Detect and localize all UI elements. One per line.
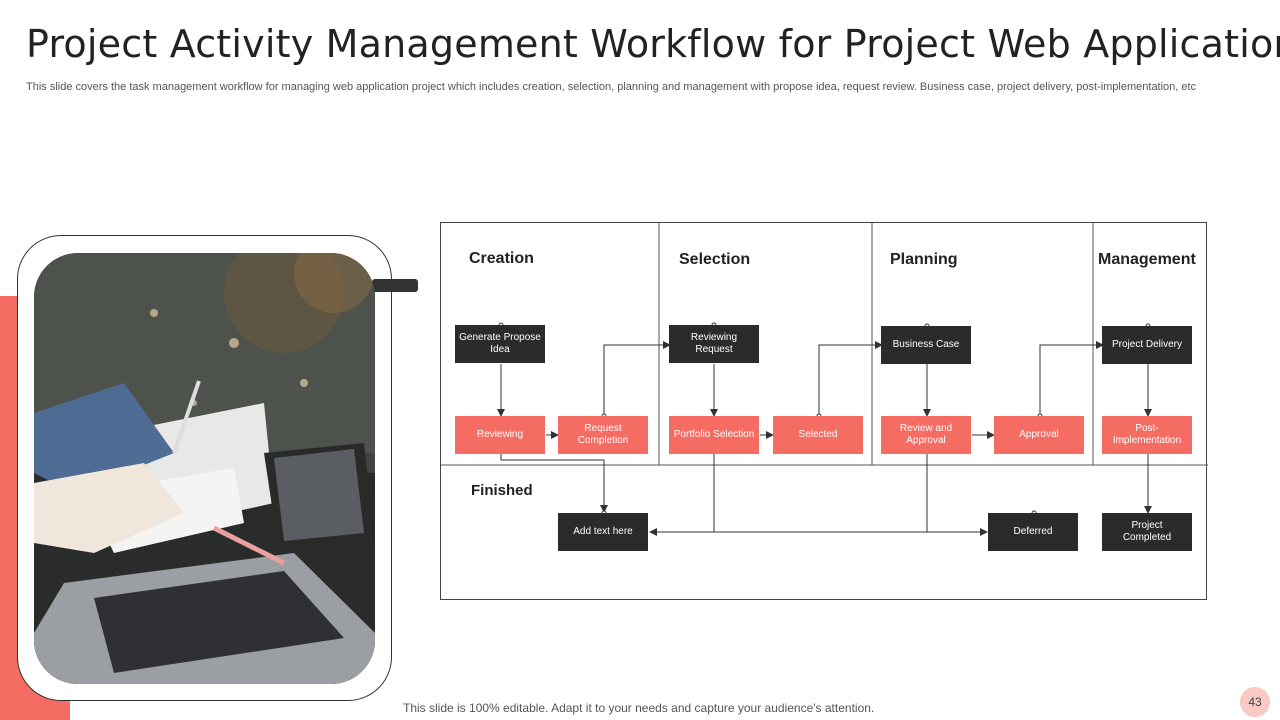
box-add-text-here: Add text here	[558, 513, 648, 551]
phase-management-heading: Management	[1098, 251, 1196, 268]
slide-title: Project Activity Management Workflow for…	[26, 22, 1280, 66]
slide-subtitle: This slide covers the task management wo…	[26, 81, 1197, 93]
phase-finished-heading: Finished	[471, 482, 533, 499]
box-reviewing-request: Reviewing Request	[669, 325, 759, 363]
box-portfolio-selection: Portfolio Selection	[669, 416, 759, 454]
slide-footer: This slide is 100% editable. Adapt it to…	[403, 701, 875, 715]
phase-planning-heading: Planning	[890, 251, 958, 268]
box-approval: Approval	[994, 416, 1084, 454]
photo-frame-tab	[372, 279, 418, 292]
page-number-badge: 43	[1240, 687, 1270, 717]
phase-selection-heading: Selection	[679, 251, 751, 268]
box-project-completed: Project Completed	[1102, 513, 1192, 551]
box-reviewing: Reviewing	[455, 416, 545, 454]
box-review-and-approval: Review and Approval	[881, 416, 971, 454]
box-request-completion: Request Completion	[558, 416, 648, 454]
box-business-case: Business Case	[881, 326, 971, 364]
box-post-implementation: Post-Implementation	[1102, 416, 1192, 454]
workspace-photo	[34, 253, 375, 684]
box-project-delivery: Project Delivery	[1102, 326, 1192, 364]
workflow-connectors	[441, 223, 1208, 536]
workflow-diagram: Creation Selection Planning Management F…	[440, 222, 1208, 600]
box-generate-propose-idea: Generate Propose Idea	[455, 325, 545, 363]
phase-creation-heading: Creation	[469, 250, 534, 267]
box-deferred: Deferred	[988, 513, 1078, 551]
box-selected: Selected	[773, 416, 863, 454]
